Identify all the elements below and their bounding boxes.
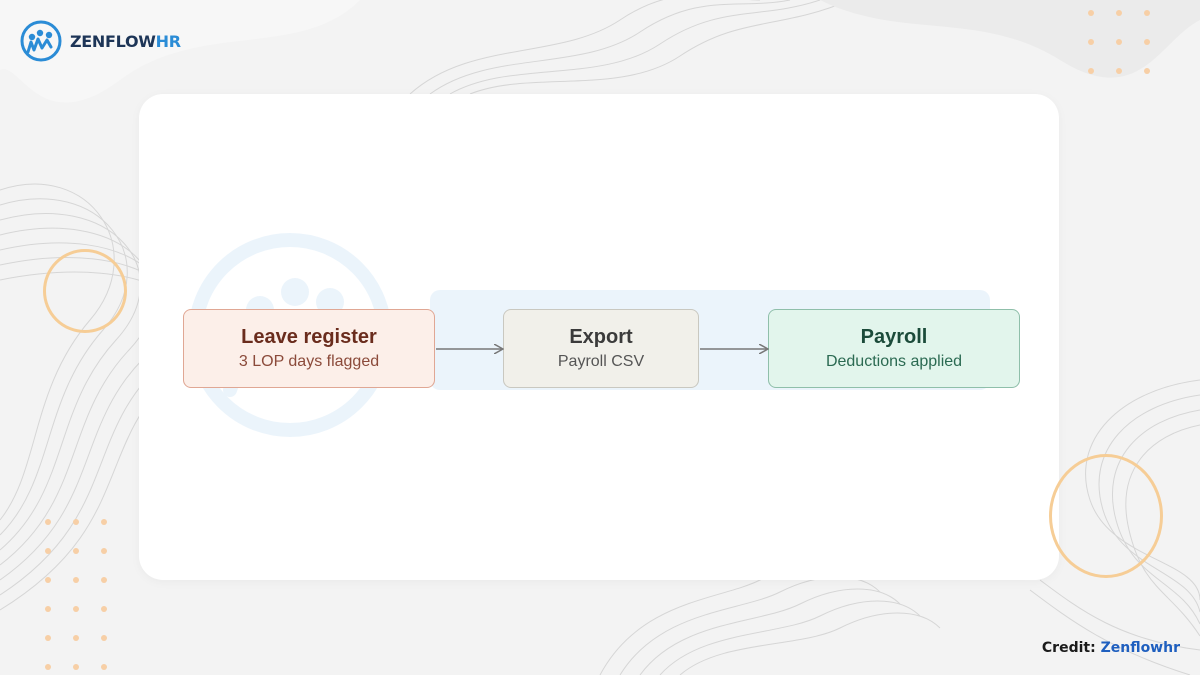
brand-logo[interactable]: ZENFLOWHR (20, 20, 181, 62)
node-leave-register-title: Leave register (241, 326, 377, 348)
decorative-ring-right (1049, 454, 1163, 578)
credit-value[interactable]: Zenflowhr (1100, 640, 1180, 656)
node-export-title: Export (569, 326, 633, 348)
node-export: Export Payroll CSV (503, 309, 699, 388)
node-export-subtitle: Payroll CSV (557, 353, 645, 370)
credit-label: Credit: (1041, 640, 1096, 656)
brand-name-main: ZENFLOW (70, 31, 156, 51)
decorative-dots-top-right (1088, 10, 1150, 74)
people-logo-icon (20, 20, 62, 62)
brand-name: ZENFLOWHR (70, 32, 181, 51)
node-payroll: Payroll Deductions applied (768, 309, 1020, 388)
node-payroll-title: Payroll (860, 326, 928, 348)
node-leave-register: Leave register 3 LOP days flagged (183, 309, 435, 388)
brand-name-suffix: HR (155, 31, 181, 51)
decorative-dots-bottom-left (45, 519, 107, 670)
decorative-ring-left (43, 249, 127, 333)
credit-line: Credit: Zenflowhr (1042, 640, 1180, 656)
node-leave-register-subtitle: 3 LOP days flagged (238, 353, 380, 370)
node-payroll-subtitle: Deductions applied (825, 353, 963, 370)
